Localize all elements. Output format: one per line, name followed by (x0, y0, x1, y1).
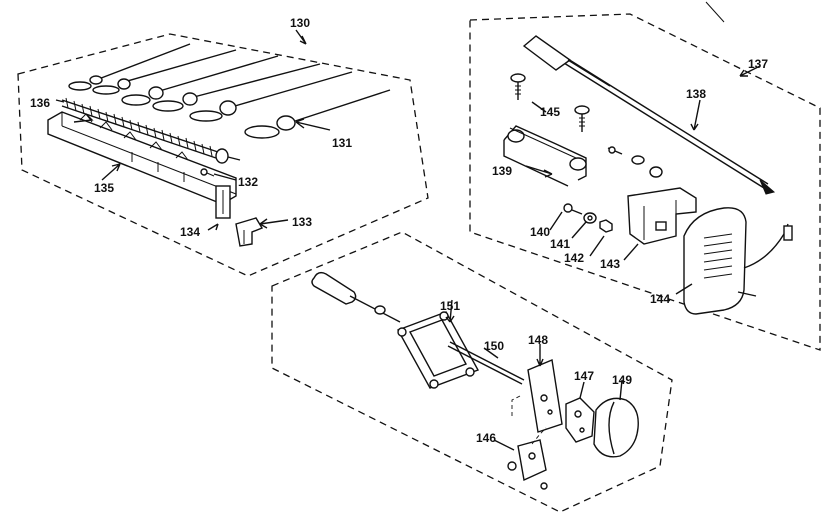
nut (631, 155, 663, 178)
callout-134: 134 (180, 225, 200, 239)
rotisserie-motor (683, 207, 793, 315)
group-137-motor-assembly: 137 138 139 140 141 142 143 144 145 (469, 13, 821, 351)
callout-131: 131 (332, 136, 352, 150)
drive-screw (61, 97, 241, 164)
switch-bracket (565, 397, 595, 443)
skewer-rod-131 (244, 89, 391, 139)
group-137-boundary (469, 13, 821, 351)
spit-frame (396, 311, 480, 389)
drive-rod (447, 341, 525, 385)
callout-149: 149 (612, 373, 632, 387)
screw-140 (563, 203, 583, 215)
callout-146: 146 (476, 431, 496, 445)
leader-lines-130 (55, 29, 331, 231)
callout-135: 135 (94, 181, 114, 195)
callout-145: 145 (540, 105, 560, 119)
spring-clip (507, 427, 548, 490)
callout-140: 140 (530, 225, 550, 239)
skewer-rod (68, 43, 191, 91)
callout-143: 143 (600, 257, 620, 271)
callout-139: 139 (492, 164, 512, 178)
skewer-rods (68, 43, 391, 139)
callout-151: 151 (440, 299, 460, 313)
skewer-rod (121, 55, 279, 106)
screw (510, 73, 526, 100)
callout-141: 141 (550, 237, 570, 251)
callout-144: 144 (650, 292, 670, 306)
leader-lines-137 (525, 65, 761, 295)
skewer-rod (92, 49, 237, 95)
group-lower-drive-assembly: 151 150 148 147 149 146 (271, 231, 673, 513)
skewer-rod (152, 63, 321, 112)
callout-137: 137 (748, 57, 768, 71)
mounting-bracket (235, 217, 264, 247)
corner-stroke (705, 1, 725, 23)
mounting-plate (511, 359, 563, 433)
callout-150: 150 (484, 339, 504, 353)
callout-133: 133 (292, 215, 312, 229)
spit-rod (522, 35, 776, 195)
callout-142: 142 (564, 251, 584, 265)
skewer-rod (189, 71, 353, 122)
callout-136: 136 (30, 96, 50, 110)
spit-handle (311, 271, 401, 323)
group-130-boundary (17, 33, 429, 277)
thumb-screw (607, 146, 623, 155)
small-screw (200, 168, 215, 177)
group-130-spit-assembly: 130 131 132 133 134 135 136 (17, 16, 429, 277)
callout-138: 138 (686, 87, 706, 101)
callout-132: 132 (238, 175, 258, 189)
washer-141 (583, 212, 597, 224)
control-knob (593, 397, 639, 458)
side-rail (47, 111, 237, 219)
direction-arrow (73, 113, 94, 123)
screw (574, 105, 590, 132)
callout-148: 148 (528, 333, 548, 347)
leader-lines-lower (445, 299, 623, 451)
callout-147: 147 (574, 369, 594, 383)
motor-bracket (627, 187, 697, 245)
nut-142 (599, 219, 613, 233)
callout-130: 130 (290, 16, 310, 30)
